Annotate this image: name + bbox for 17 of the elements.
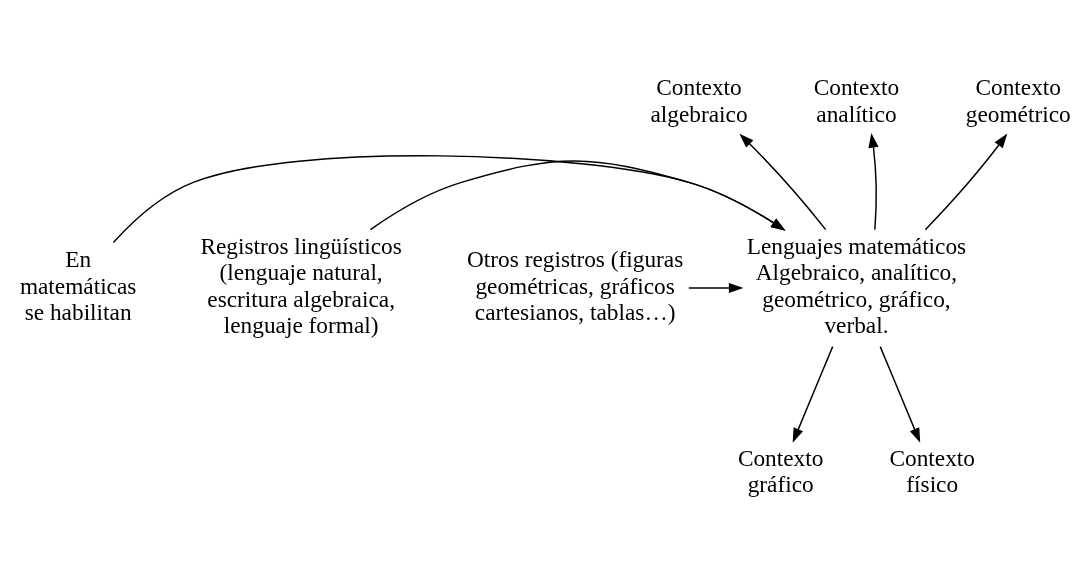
- arrow: [112, 155, 786, 244]
- arrow: [792, 345, 834, 443]
- node-text: Registros lingüísticos (lenguaje natural, escritura algebraica, lenguaje formal): [200, 233, 402, 338]
- arrow: [688, 282, 744, 294]
- arrow: [739, 133, 827, 231]
- arrow: [868, 133, 879, 231]
- arrow: [879, 345, 921, 443]
- node-text: Contexto algebraico: [650, 74, 748, 127]
- node-text: Contexto analítico: [813, 74, 900, 127]
- arrow: [924, 133, 1008, 231]
- node-text: En matemáticas se habilitan: [19, 246, 137, 325]
- node-text: Contexto geométrico: [965, 74, 1071, 127]
- node-text: Contexto gráfico: [737, 444, 824, 497]
- arrow: [369, 160, 786, 231]
- node-text: Otros registros (figuras geométricas, gráficos cartesianos, tablas…): [467, 246, 684, 325]
- node-text: Contexto físico: [889, 444, 975, 497]
- node-text: Lenguajes matemáticos Algebraico, analítico, geométrico, gráfico, verbal.: [746, 233, 967, 338]
